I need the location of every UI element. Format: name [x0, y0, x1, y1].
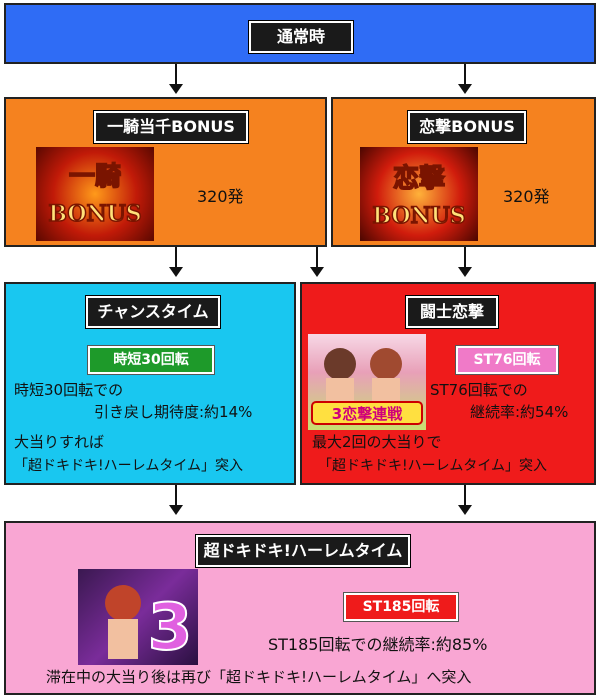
characters-image-icon: 3恋撃連戦 [311, 348, 423, 425]
svg-text:BONUS: BONUS [48, 201, 141, 227]
svg-text:3: 3 [148, 591, 193, 665]
arrow-normal-to-bonus1 [175, 64, 177, 84]
bonus-logo-icon: 一騎 BONUS [48, 161, 143, 228]
bonus1-box: 一騎当千BONUS 一騎 BONUS 320発 [4, 97, 327, 247]
toushi-image: 3恋撃連戦 [308, 334, 426, 430]
bonus2-value: 320発 [503, 187, 550, 206]
arrow-toushi-to-harem [464, 485, 466, 505]
bonus2-box: 恋撃BONUS 恋撃 BONUS 320発 [331, 97, 596, 247]
bonus1-logo-image: 一騎 BONUS [36, 147, 154, 241]
chance-badge: 時短30回転 [88, 346, 214, 374]
chance-title: チャンスタイム [86, 296, 220, 328]
bonus-logo-icon: 恋撃 BONUS [372, 162, 467, 230]
arrow-bonus2-to-toushi [464, 247, 466, 267]
toushi-title: 闘士恋撃 [406, 296, 498, 328]
svg-text:一騎: 一騎 [69, 162, 121, 192]
svg-text:3恋撃連戦: 3恋撃連戦 [332, 405, 403, 423]
svg-text:恋撃: 恋撃 [393, 163, 445, 194]
toushi-badge: ST76回転 [456, 346, 558, 374]
toushi-box: 闘士恋撃 3恋撃連戦 ST76回転 ST76回転での 継続率:約54% 最大2回… [300, 282, 596, 485]
arrow-bonus1-to-toushi [316, 247, 318, 267]
chance-line-1: 時短30回転での [14, 381, 124, 399]
arrow-head [169, 505, 183, 515]
arrow-normal-to-bonus2 [464, 64, 466, 84]
bonus1-title: 一騎当千BONUS [94, 111, 248, 143]
bonus2-title: 恋撃BONUS [408, 111, 526, 143]
arrow-bonus1-to-chance [175, 247, 177, 267]
arrow-head [458, 267, 472, 277]
chance-line-4: 「超ドキドキ!ハーレムタイム」突入 [14, 458, 244, 474]
arrow-chance-to-harem [175, 485, 177, 505]
normal-title: 通常時 [249, 21, 353, 53]
bonus2-logo-image: 恋撃 BONUS [360, 147, 478, 241]
character-image-icon: 3 [105, 585, 193, 665]
svg-text:BONUS: BONUS [372, 203, 465, 229]
bonus1-value: 320発 [197, 187, 244, 206]
arrow-head [169, 267, 183, 277]
chance-line-3: 大当りすれば [14, 433, 105, 451]
chance-box: チャンスタイム 時短30回転 時短30回転での 引き戻し期待度:約14% 大当り… [4, 282, 296, 485]
toushi-line-4: 「超ドキドキ!ハーレムタイム」突入 [318, 458, 548, 474]
toushi-line-1: ST76回転での [430, 381, 528, 399]
harem-badge: ST185回転 [344, 593, 458, 621]
arrow-head [458, 84, 472, 94]
harem-title: 超ドキドキ!ハーレムタイム [196, 535, 410, 567]
arrow-head [458, 505, 472, 515]
harem-image: 3 [78, 569, 198, 665]
harem-box: 超ドキドキ!ハーレムタイム 3 ST185回転 ST185回転での継続率:約85… [4, 521, 596, 695]
chance-line-2: 引き戻し期待度:約14% [94, 403, 253, 421]
normal-box: 通常時 [4, 3, 596, 64]
arrow-head [169, 84, 183, 94]
arrow-head [310, 267, 324, 277]
harem-line-1: ST185回転での継続率:約85% [268, 635, 488, 654]
toushi-line-3: 最大2回の大当りで [312, 433, 442, 451]
toushi-line-2: 継続率:約54% [470, 403, 569, 421]
harem-line-2: 滞在中の大当り後は再び「超ドキドキ!ハーレムタイム」へ突入 [46, 668, 472, 686]
